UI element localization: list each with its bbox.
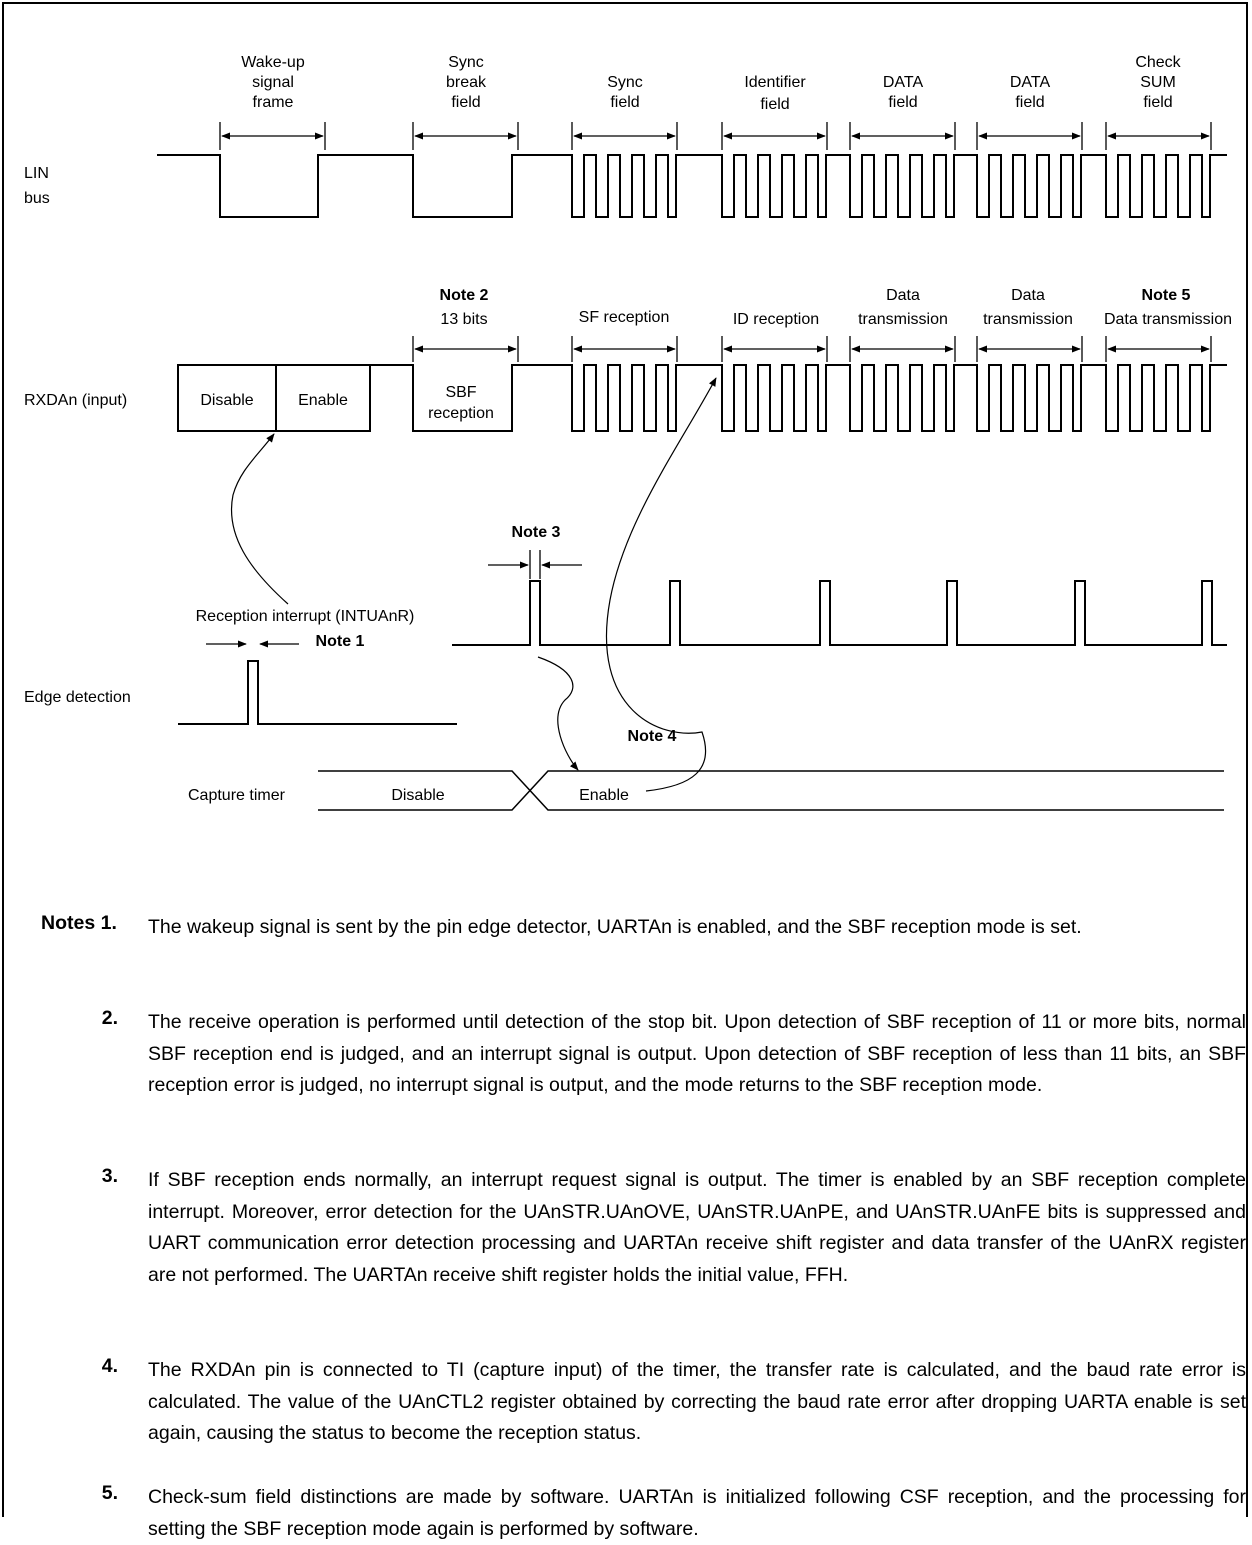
data-tx-label: Data — [1011, 287, 1045, 304]
note5-label: Note 5 — [1142, 287, 1191, 304]
field-label: field — [888, 94, 917, 111]
note-text: The wakeup signal is sent by the pin edg… — [148, 916, 1082, 938]
field-label: DATA — [883, 74, 924, 91]
lin-bus-label-line1: LIN — [24, 165, 49, 182]
lin-timing-diagram: LIN bus Wake-up signal frame Sync — [24, 54, 1232, 811]
data-tx-label: transmission — [983, 311, 1073, 328]
field-label: DATA — [1010, 74, 1051, 91]
rxdan-label: RXDAn (input) — [24, 392, 127, 409]
data-tx-label: transmission — [858, 311, 948, 328]
capture-timer-row: Capture timer Disable Enable — [188, 770, 1224, 811]
field-label: field — [610, 94, 639, 111]
lin-field-labels: Wake-up signal frame Sync break field Sy… — [241, 54, 1181, 113]
note-number: 1. — [100, 912, 117, 934]
bits13-label: 13 bits — [440, 311, 487, 328]
rxdan-row: RXDAn (input) Disable Enable SBF recepti… — [24, 287, 1232, 432]
pulse-width-markers — [206, 550, 582, 648]
field-label: Check — [1135, 54, 1181, 71]
rx-field-labels: Note 2 13 bits SF reception ID reception… — [440, 287, 1232, 328]
capture-timer-waveform — [318, 770, 1224, 811]
rx-enable-box — [275, 364, 371, 432]
field-label: Wake-up — [241, 54, 305, 71]
edge-waveform-1 — [178, 660, 457, 725]
field-label: Sync — [448, 54, 484, 71]
id-reception-label: ID reception — [733, 311, 819, 328]
field-label: break — [446, 74, 487, 91]
note1-label: Note 1 — [316, 633, 365, 650]
sbf-label-line1: SBF — [445, 384, 476, 401]
rx-field-markers — [412, 336, 1212, 362]
field-label: SUM — [1140, 74, 1176, 91]
data-tx-label: Data — [886, 287, 920, 304]
capture-enable-text: Enable — [579, 787, 629, 804]
rx-enable-text: Enable — [298, 392, 348, 409]
capture-disable-text: Disable — [391, 787, 444, 804]
note3-label: Note 3 — [512, 524, 561, 541]
lin-bus-row: LIN bus Wake-up signal frame Sync — [24, 54, 1227, 218]
note-text: Check-sum field distinctions are made by… — [148, 1486, 1246, 1540]
field-label: field — [1143, 94, 1172, 111]
field-label: field — [1015, 94, 1044, 111]
note-number: 4. — [101, 1355, 118, 1377]
lin-field-markers — [219, 122, 1212, 150]
relation-arrows — [231, 377, 717, 792]
note-text: If SBF reception ends normally, an inter… — [148, 1169, 1246, 1286]
data-tx-label: Data transmission — [1104, 311, 1232, 328]
field-label: frame — [253, 94, 294, 111]
note-text: The receive operation is performed until… — [148, 1011, 1246, 1097]
sf-reception-label: SF reception — [579, 309, 670, 326]
reception-interrupt-label: Reception interrupt (INTUAnR) — [196, 608, 415, 625]
field-label: Identifier — [744, 74, 806, 91]
note-number: 2. — [101, 1007, 118, 1029]
field-label: field — [451, 94, 480, 111]
edge-detection-row: Edge detection Reception interrupt (INTU… — [24, 377, 1227, 792]
edge-detection-label: Edge detection — [24, 689, 131, 706]
rxdan-waveform — [370, 364, 1227, 432]
note2-label: Note 2 — [440, 287, 489, 304]
note-number: 3. — [101, 1165, 118, 1187]
edge-waveform-2 — [452, 580, 1227, 646]
notes-heading: Notes 1. — [41, 912, 117, 935]
sbf-label-line2: reception — [428, 405, 494, 422]
field-label: field — [760, 96, 789, 113]
rx-disable-text: Disable — [200, 392, 253, 409]
note-text: The RXDAn pin is connected to TI (captur… — [148, 1359, 1246, 1445]
lin-bus-waveform — [157, 154, 1227, 218]
note4-label: Note 4 — [628, 728, 677, 745]
field-label: signal — [252, 74, 294, 91]
field-label: Sync — [607, 74, 643, 91]
lin-bus-label-line2: bus — [24, 190, 50, 207]
note-number: 5. — [101, 1482, 118, 1504]
capture-timer-label: Capture timer — [188, 787, 286, 804]
figure-frame — [2, 2, 1248, 1517]
notes-heading-text: Notes — [41, 912, 96, 934]
